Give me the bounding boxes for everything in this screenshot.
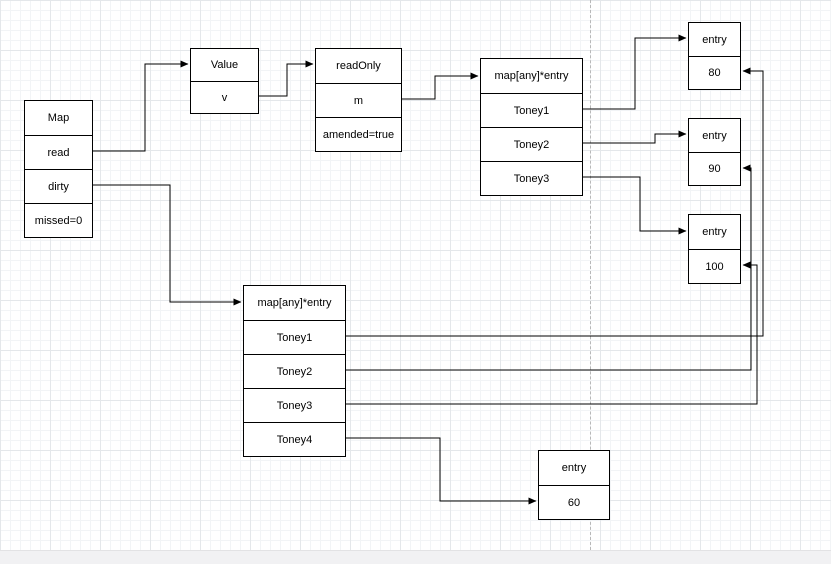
node-readonly-row-m[interactable]: m	[316, 83, 401, 117]
node-entry-100-title[interactable]: entry	[702, 226, 727, 238]
edge-dirty-toney2-to-entry90[interactable]	[346, 164, 752, 371]
node-dirty-map-row-toney1[interactable]: Toney1	[244, 320, 345, 354]
node-entry-60-value[interactable]: 60	[539, 485, 609, 519]
node-map-row-dirty[interactable]: dirty	[25, 169, 92, 203]
edge-dirty-toney1-to-entry80[interactable]	[346, 67, 764, 337]
node-dirty-map-title[interactable]: map[any]*entry	[257, 297, 332, 309]
node-entry-100[interactable]: entry 100	[688, 214, 741, 284]
node-dirty-map[interactable]: map[any]*entry Toney1 Toney2 Toney3 Tone…	[243, 285, 346, 457]
edge-dirty-to-dirtymap[interactable]	[93, 184, 242, 306]
node-read-map-row-toney2[interactable]: Toney2	[481, 127, 582, 161]
edge-toney3-to-entry100[interactable]	[583, 176, 687, 235]
node-read-map[interactable]: map[any]*entry Toney1 Toney2 Toney3	[480, 58, 583, 196]
node-entry-80-title[interactable]: entry	[702, 33, 727, 46]
node-entry-100-value[interactable]: 100	[689, 249, 740, 283]
node-map-row-missed[interactable]: missed=0	[25, 203, 92, 237]
node-entry-60[interactable]: entry 60	[538, 450, 610, 520]
edge-read-to-value[interactable]	[93, 60, 189, 152]
edge-toney2-to-entry90[interactable]	[583, 130, 687, 144]
node-readonly-title[interactable]: readOnly	[336, 60, 381, 72]
node-entry-90[interactable]: entry 90	[688, 118, 741, 186]
node-entry-90-value[interactable]: 90	[689, 152, 740, 185]
node-value[interactable]: Value v	[190, 48, 259, 114]
edge-v-to-readonly[interactable]	[259, 60, 314, 97]
node-read-map-row-toney1[interactable]: Toney1	[481, 93, 582, 127]
node-dirty-map-row-toney4[interactable]: Toney4	[244, 422, 345, 456]
node-readonly[interactable]: readOnly m amended=true	[315, 48, 402, 152]
node-read-map-title[interactable]: map[any]*entry	[494, 70, 569, 82]
node-entry-60-title[interactable]: entry	[561, 462, 587, 474]
node-value-title[interactable]: Value	[210, 59, 239, 71]
page-boundary-dashed-line	[590, 0, 591, 550]
edge-toney4-to-entry60[interactable]	[346, 437, 537, 505]
node-entry-80[interactable]: entry 80	[688, 22, 741, 90]
node-readonly-row-amended[interactable]: amended=true	[316, 117, 401, 151]
edge-toney1-to-entry80[interactable]	[583, 34, 687, 110]
horizontal-scrollbar-track[interactable]	[0, 550, 831, 564]
node-entry-80-value[interactable]: 80	[689, 56, 740, 89]
edge-dirty-toney3-to-entry100[interactable]	[346, 261, 758, 405]
edge-m-to-readmap[interactable]	[402, 72, 479, 100]
node-dirty-map-row-toney3[interactable]: Toney3	[244, 388, 345, 422]
node-read-map-row-toney3[interactable]: Toney3	[481, 161, 582, 195]
node-map-row-read[interactable]: read	[25, 135, 92, 169]
node-entry-90-title[interactable]: entry	[702, 129, 727, 142]
node-map[interactable]: Map read dirty missed=0	[24, 100, 93, 238]
node-dirty-map-row-toney2[interactable]: Toney2	[244, 354, 345, 388]
node-map-title[interactable]: Map	[47, 112, 70, 124]
node-value-row-v[interactable]: v	[191, 81, 258, 113]
